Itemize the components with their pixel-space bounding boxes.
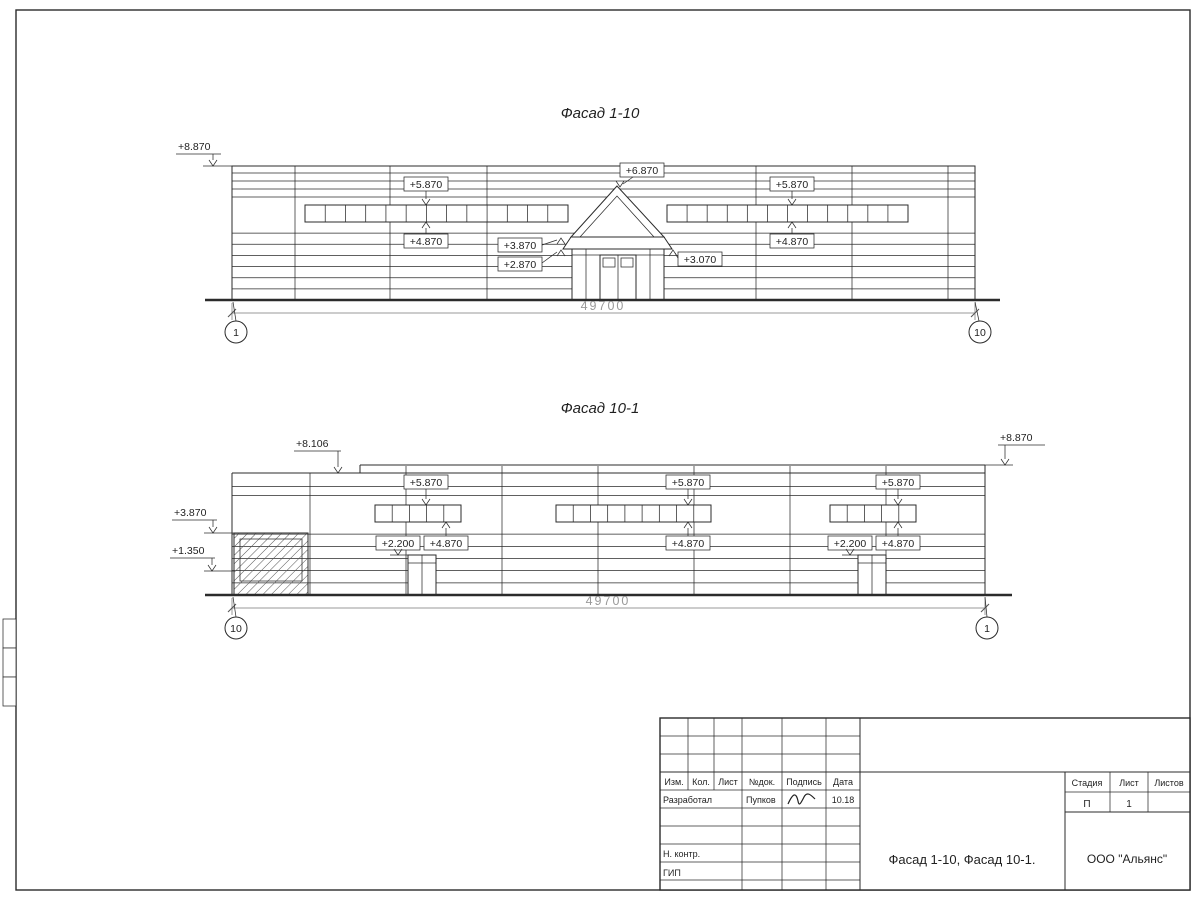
title-block: Изм. Кол. Лист №док. Подпись Дата Разраб…: [659, 717, 1191, 891]
elevation-mark-louver-bottom: +1.350: [170, 545, 234, 572]
mark-text: +8.106: [296, 438, 329, 450]
axis-label: 1: [233, 327, 239, 339]
col-header-kol: Кол.: [692, 777, 710, 787]
dimension-value: 49700: [581, 299, 626, 313]
developer-label: Разработал: [663, 795, 712, 805]
developer-name: Пупков: [746, 795, 776, 805]
mark-text: +2.200: [834, 538, 867, 550]
axis-label: 10: [230, 623, 242, 635]
elevation-mark-window-bottom-2: +4.870: [665, 521, 711, 551]
mark-text: +5.870: [410, 477, 443, 489]
entrance-portal: [562, 185, 673, 301]
elevation-mark-window-bottom-1: +4.870: [423, 521, 469, 551]
louver-grille: [233, 532, 309, 596]
mark-text: +4.870: [882, 538, 915, 550]
elevation-mark-door-right: +2.200: [827, 535, 873, 556]
mark-text: +1.350: [172, 545, 205, 557]
elevation-mark-window-top-left: +5.870: [403, 176, 449, 206]
elevation-mark-parapet-left: +8.106: [294, 438, 343, 474]
facade-10-1: Фасад 10-1: [170, 400, 1045, 640]
mark-text: +4.870: [672, 538, 705, 550]
mark-text: +5.870: [882, 477, 915, 489]
sheets-header: Листов: [1154, 778, 1183, 788]
mark-text: +4.870: [776, 236, 809, 248]
signature-mark: [787, 793, 816, 805]
elevation-mark-window-top-right: +5.870: [769, 176, 815, 206]
window-band-left: [304, 204, 569, 223]
mark-text: +5.870: [410, 179, 443, 191]
elevation-mark-louver-top: +3.870: [172, 507, 234, 534]
mark-text: +4.870: [410, 236, 443, 248]
facade-top-columns: [294, 166, 949, 300]
mark-text: +5.870: [776, 179, 809, 191]
mark-text: +2.870: [504, 259, 537, 271]
axis-label: 10: [974, 327, 986, 339]
mark-text: +5.870: [672, 477, 705, 489]
elevation-mark-window-top-1: +5.870: [403, 474, 449, 506]
window-band-3: [829, 504, 917, 523]
mark-text: +3.870: [174, 507, 207, 519]
elevation-mark-canopy-bottom: +2.870: [497, 249, 566, 272]
col-header-data: Дата: [833, 777, 853, 787]
stage-value: П: [1083, 799, 1090, 810]
elevation-mark-canopy-top: +3.870: [497, 237, 566, 253]
gip-label: ГИП: [663, 868, 681, 878]
col-header-list: Лист: [718, 777, 738, 787]
col-header-ndoc: №док.: [749, 777, 775, 787]
elevation-mark-parapet-right: +8.870: [985, 432, 1045, 466]
col-header-izm: Изм.: [664, 777, 683, 787]
dimension-top: 49700: [227, 299, 980, 320]
facade-1-10: Фасад 1-10: [176, 105, 1000, 344]
window-band-1: [374, 504, 462, 523]
elevation-mark-roof-left: +8.870: [176, 141, 232, 167]
axis-markers-top: 1 10: [224, 301, 992, 344]
dimension-bottom: 49700: [227, 594, 990, 615]
col-header-podpis: Подпись: [786, 777, 822, 787]
stage-header: Стадия: [1072, 778, 1103, 788]
sheet-value: 1: [1126, 799, 1132, 810]
elevation-mark-window-bottom-3: +4.870: [875, 521, 921, 551]
door-left: [407, 554, 437, 596]
sheet-header: Лист: [1119, 778, 1139, 788]
mark-text: +6.870: [626, 165, 659, 177]
elevation-mark-canopy-right: +3.070: [668, 249, 723, 267]
dimension-value: 49700: [586, 594, 631, 608]
elevation-mark-window-bottom-left: +4.870: [403, 221, 449, 249]
ncontr-label: Н. контр.: [663, 849, 700, 859]
elevation-mark-peak: +6.870: [615, 162, 665, 188]
elevation-mark-door-left: +2.200: [375, 535, 421, 556]
window-band-2: [555, 504, 712, 523]
axis-markers-bottom: 10 1: [224, 596, 999, 640]
document-title: Фасад 1-10, Фасад 10-1.: [889, 852, 1036, 867]
developer-date: 10.18: [832, 795, 855, 805]
elevation-mark-window-bottom-right: +4.870: [769, 221, 815, 249]
company-name: ООО "Альянс": [1087, 852, 1167, 866]
elevation-mark-window-top-3: +5.870: [875, 474, 921, 506]
left-margin-stamp: [2, 618, 17, 707]
mark-text: +2.200: [382, 538, 415, 550]
mark-text: +3.070: [684, 254, 717, 266]
mark-text: +8.870: [1000, 432, 1033, 444]
facade-top-title: Фасад 1-10: [561, 105, 640, 122]
mark-text: +8.870: [178, 141, 211, 153]
axis-label: 1: [984, 623, 990, 635]
sheet-frame: [15, 9, 1191, 891]
door-right: [857, 554, 887, 596]
elevation-mark-window-top-2: +5.870: [665, 474, 711, 506]
mark-text: +3.870: [504, 240, 537, 252]
mark-text: +4.870: [430, 538, 463, 550]
facade-bottom-title: Фасад 10-1: [561, 400, 640, 417]
